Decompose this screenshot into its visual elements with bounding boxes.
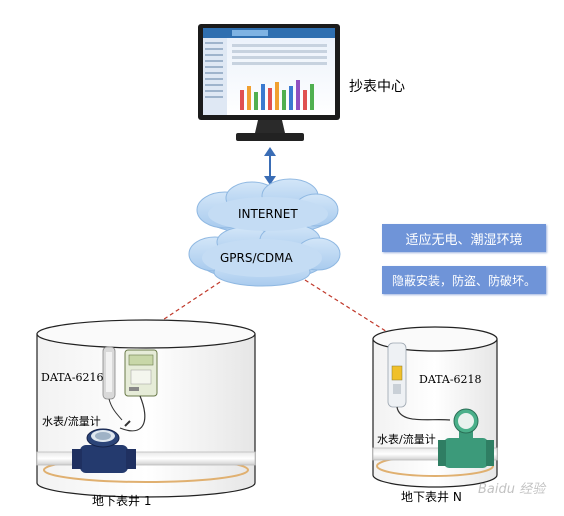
well-left [36, 319, 256, 498]
center-label: 抄表中心 [349, 79, 405, 95]
wireless-link-right [304, 279, 393, 336]
cloud-top-label: INTERNET [238, 207, 298, 221]
data-logger-right-icon [387, 342, 451, 421]
feature-banner-power: 适应无电、潮湿环境 [382, 224, 546, 252]
data-link-arrow [264, 147, 276, 185]
cloud-bottom-label: GPRS/CDMA [220, 251, 293, 265]
feature-banner-security: 隐蔽安装，防盗、防破坏。 [382, 266, 546, 294]
water-meter-left-icon [72, 420, 136, 473]
monitor-icon [198, 24, 340, 141]
device-label-right: DATA-6218 [419, 373, 482, 386]
device-label-left: DATA-6216 [41, 371, 104, 384]
watermark: Baidu 经验 [478, 482, 546, 497]
flow-meter-right-icon [438, 408, 494, 468]
meter-label-right: 水表/流量计 [377, 433, 436, 446]
meter-label-left: 水表/流量计 [42, 415, 101, 428]
well-caption-right: 地下表井 N [401, 490, 462, 504]
well-caption-left: 地下表井 1 [92, 494, 152, 508]
data-logger-left-icon [102, 346, 158, 432]
